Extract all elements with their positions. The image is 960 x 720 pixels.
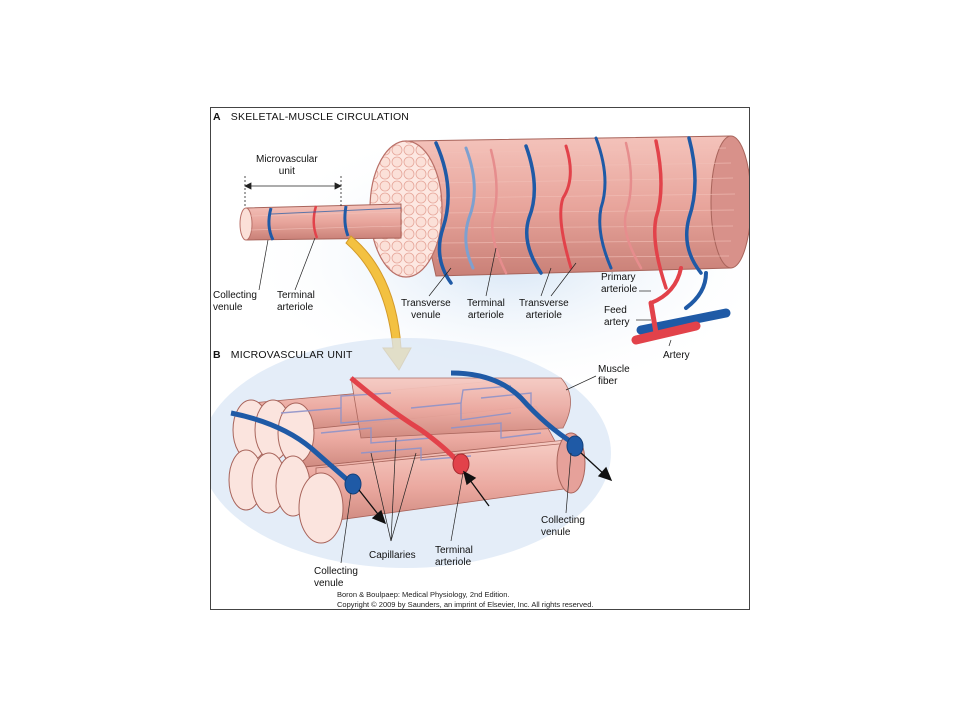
- venule-end-right: [566, 435, 584, 457]
- panel-b-title: B MICROVASCULAR UNIT: [213, 349, 353, 361]
- collecting-venule-right-vessel: [450, 370, 575, 446]
- terminal-arteriole-vessel: [349, 376, 461, 465]
- credit-line-2: Copyright © 2009 by Saunders, an imprint…: [337, 600, 594, 609]
- arteriole-end: [452, 453, 470, 475]
- figure-panel: A SKELETAL-MUSCLE CIRCULATION B MICROVASCU…: [210, 107, 750, 610]
- illustration: [211, 118, 749, 568]
- label-artery: Artery: [663, 350, 690, 361]
- venule-end-left: [344, 473, 362, 495]
- panel-b-letter: B: [213, 349, 221, 361]
- microvascular-unit-bracket: [244, 176, 342, 208]
- microvascular-unit-cylinder: [239, 203, 402, 241]
- collecting-venule-left-vessel: [230, 410, 353, 485]
- capillary-network: [280, 385, 542, 461]
- credit-line-1: Boron & Boulpaep: Medical Physiology, 2n…: [337, 590, 510, 599]
- panel-a-title-text: SKELETAL-MUSCLE CIRCULATION: [230, 111, 410, 123]
- panel-a-letter: A: [213, 111, 221, 123]
- panel-a-leaders: [258, 237, 672, 347]
- feed-artery-vessels: [631, 300, 731, 345]
- label-capillaries: Capillaries: [369, 550, 416, 561]
- panel-b-title-text: MICROVASCULAR UNIT: [230, 349, 353, 361]
- flow-arrows: [358, 452, 613, 525]
- transverse-vessels: [434, 136, 708, 310]
- panel-a-title: A SKELETAL-MUSCLE CIRCULATION: [213, 111, 409, 123]
- panel-b-leaders: [340, 375, 597, 564]
